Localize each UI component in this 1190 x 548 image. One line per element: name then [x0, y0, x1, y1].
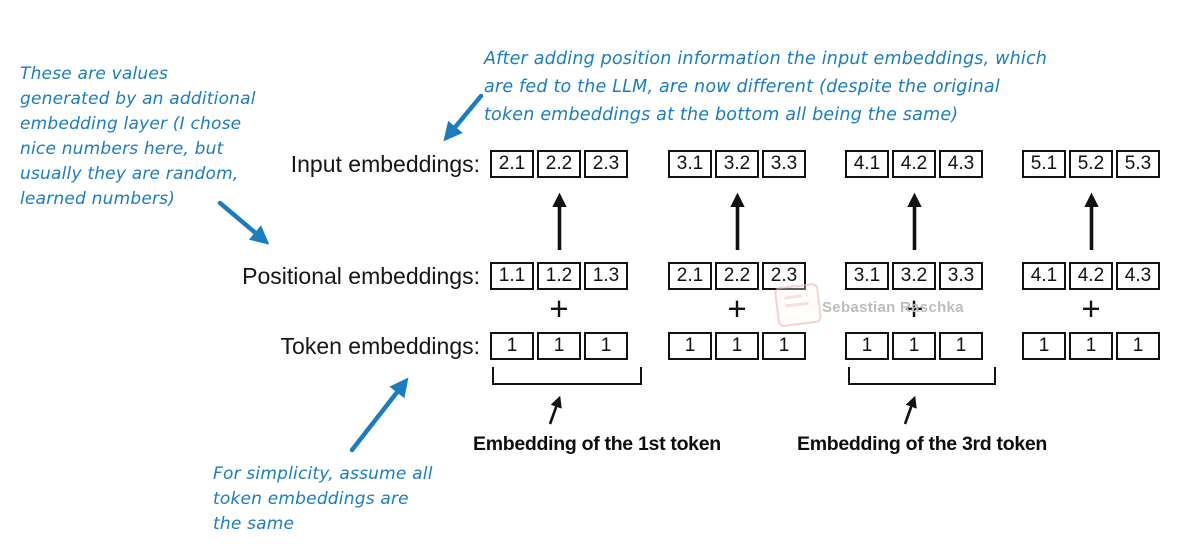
annotation-line: learned numbers) — [20, 189, 176, 209]
annotation-token-embeddings-same: For simplicity, assume all token embeddi… — [213, 462, 433, 537]
embedding-cell: 1 — [584, 332, 628, 360]
annotation-line: generated by an additional — [20, 89, 256, 109]
embedding-cell: 1 — [668, 332, 712, 360]
embedding-cell: 3.2 — [892, 262, 936, 290]
embedding-cell: 1 — [715, 332, 759, 360]
plus-operator: + — [549, 290, 569, 327]
token-embedding-vector-1: 1 1 1 — [490, 332, 628, 360]
positional-embedding-vector-2: 2.1 2.2 2.3 — [668, 262, 806, 290]
embedding-cell: 2.2 — [537, 150, 581, 178]
embedding-cell: 2.1 — [490, 150, 534, 178]
annotation-line: are fed to the LLM, are now different (d… — [484, 77, 1000, 97]
annotation-line: For simplicity, assume all — [213, 464, 433, 484]
caption-arrow-first-token — [548, 395, 562, 425]
embedding-cell: 1.3 — [584, 262, 628, 290]
embedding-cell: 5.3 — [1116, 150, 1160, 178]
blue-arrow-top-annotation — [443, 93, 484, 142]
annotation-line: After adding position information the in… — [484, 49, 1048, 69]
embedding-cell: 5.2 — [1069, 150, 1113, 178]
annotation-additional-embedding-layer: These are values generated by an additio… — [20, 62, 256, 212]
embedding-cell: 2.3 — [762, 262, 806, 290]
caption-first-token: Embedding of the 1st token — [473, 433, 721, 455]
bracket-first-token — [492, 367, 642, 385]
token-embedding-vector-4: 1 1 1 — [1022, 332, 1160, 360]
embedding-cell: 1 — [845, 332, 889, 360]
embedding-cell: 1 — [1022, 332, 1066, 360]
embedding-cell: 3.1 — [668, 150, 712, 178]
embedding-cell: 3.3 — [762, 150, 806, 178]
input-embeddings-label: Input embeddings: — [290, 151, 480, 177]
embedding-cell: 3.1 — [845, 262, 889, 290]
embedding-cell: 4.1 — [1022, 262, 1066, 290]
embedding-cell: 2.2 — [715, 262, 759, 290]
embedding-cell: 2.1 — [668, 262, 712, 290]
token-embedding-vector-2: 1 1 1 — [668, 332, 806, 360]
embedding-cell: 4.3 — [939, 150, 983, 178]
caption-arrow-third-token — [903, 395, 917, 425]
embedding-cell: 2.3 — [584, 150, 628, 178]
embedding-cell: 1 — [892, 332, 936, 360]
annotation-line: token embeddings at the bottom all being… — [484, 105, 959, 125]
embedding-cell: 1 — [762, 332, 806, 360]
plus-operator: + — [1081, 290, 1101, 327]
positional-embeddings-label: Positional embeddings: — [242, 263, 480, 289]
input-embedding-vector-3: 4.1 4.2 4.3 — [845, 150, 983, 178]
embedding-cell: 5.1 — [1022, 150, 1066, 178]
annotation-line: token embeddings are — [213, 489, 409, 509]
embedding-cell: 1 — [939, 332, 983, 360]
input-embedding-vector-4: 5.1 5.2 5.3 — [1022, 150, 1160, 178]
watermark-logo-icon — [773, 282, 823, 328]
caption-third-token: Embedding of the 3rd token — [797, 433, 1048, 455]
watermark-text: Sebastian Raschka — [822, 299, 964, 316]
embedding-cell: 1.1 — [490, 262, 534, 290]
embedding-cell: 4.3 — [1116, 262, 1160, 290]
annotation-line: the same — [213, 514, 295, 534]
embedding-cell: 1 — [1069, 332, 1113, 360]
embedding-cell: 3.3 — [939, 262, 983, 290]
embedding-cell: 4.2 — [892, 150, 936, 178]
embedding-cell: 4.2 — [1069, 262, 1113, 290]
positional-embedding-vector-1: 1.1 1.2 1.3 — [490, 262, 628, 290]
bracket-third-token — [848, 367, 996, 385]
plus-operator: + — [727, 290, 747, 327]
token-embeddings-label: Token embeddings: — [280, 333, 480, 359]
embedding-cell: 4.1 — [845, 150, 889, 178]
token-embedding-vector-3: 1 1 1 — [845, 332, 983, 360]
plus-operator: + — [904, 290, 924, 327]
annotation-line: These are values — [20, 64, 169, 84]
annotation-line: embedding layer (I chose — [20, 114, 242, 134]
embedding-cell: 3.2 — [715, 150, 759, 178]
embedding-cell: 1 — [1116, 332, 1160, 360]
blue-arrow-bottom-annotation — [349, 377, 409, 453]
embedding-cell: 1 — [537, 332, 581, 360]
positional-embedding-vector-3: 3.1 3.2 3.3 — [845, 262, 983, 290]
annotation-position-information: After adding position information the in… — [484, 45, 1047, 129]
annotation-line: nice numbers here, but — [20, 139, 224, 159]
positional-embedding-vector-4: 4.1 4.2 4.3 — [1022, 262, 1160, 290]
annotation-line: usually they are random, — [20, 164, 239, 184]
embedding-cell: 1 — [490, 332, 534, 360]
input-embedding-vector-1: 2.1 2.2 2.3 — [490, 150, 628, 178]
embedding-cell: 1.2 — [537, 262, 581, 290]
input-embedding-vector-2: 3.1 3.2 3.3 — [668, 150, 806, 178]
